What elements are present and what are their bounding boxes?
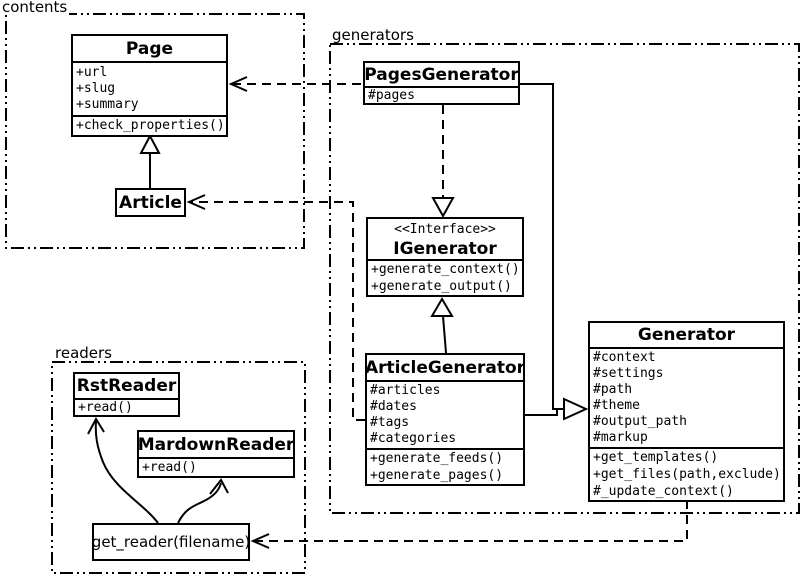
title-section-igenerator: <<Interface>> IGenerator [368, 219, 522, 259]
stereotype-igenerator: <<Interface>> [394, 222, 496, 237]
class-name-igenerator: IGenerator [393, 238, 497, 259]
attribute: #settings [593, 366, 664, 381]
method: #_update_context() [593, 484, 734, 499]
methods-section-page: +check_properties() [73, 115, 226, 135]
attribute: #pages [368, 88, 415, 103]
package-border-generators [329, 43, 800, 514]
curved-arrow-getreader-rstreader [87, 416, 159, 524]
attribute: +slug [76, 81, 116, 96]
attribute: +url [76, 65, 108, 80]
dependency-arrow-articlegenerator-article [186, 194, 365, 421]
package-label-generators: generators [330, 26, 416, 44]
method: +read() [142, 460, 197, 475]
class-box-page: Page +url +slug +summary +check_properti… [71, 34, 228, 137]
methods-section-generator: +get_templates() +get_files(path,exclude… [590, 447, 783, 500]
attribute: #path [593, 382, 633, 397]
realization-arrow-pagesgenerator-igenerator [431, 105, 455, 219]
class-name-generator: Generator [637, 325, 736, 345]
function-box-get-reader: get_reader(filename) [92, 523, 250, 561]
dependency-arrow-generator-getreader [250, 500, 688, 549]
class-box-articlegenerator: ArticleGenerator #articles #dates #tags … [365, 353, 525, 486]
method: +check_properties() [76, 118, 225, 133]
method: +generate_output() [371, 279, 512, 294]
attribute: #dates [370, 399, 417, 414]
attribute: #markup [593, 430, 648, 445]
attributes-section-generator: #context #settings #path #theme #output_… [590, 347, 783, 447]
methods-section-articlegenerator: +generate_feeds() +generate_pages() [367, 448, 523, 484]
method: +get_templates() [593, 450, 719, 465]
dependency-arrow-pagesgenerator-page [228, 76, 363, 92]
package-label-readers: readers [53, 344, 114, 362]
class-name-rstreader: RstReader [76, 376, 177, 396]
attribute: #context [593, 350, 656, 365]
method: +get_files(path,exclude) [593, 467, 781, 482]
attributes-section-page: +url +slug +summary [73, 61, 226, 115]
attribute: #theme [593, 398, 640, 413]
method: +read() [78, 400, 133, 415]
class-box-pagesgenerator: PagesGenerator #pages [363, 61, 520, 105]
class-name-article: Article [119, 192, 182, 213]
attributes-section-pagesgenerator: #pages [365, 86, 518, 103]
class-name-articlegenerator: ArticleGenerator [364, 357, 526, 378]
method: +generate_feeds() [370, 451, 504, 466]
inheritance-arrow-article-page [139, 133, 161, 188]
class-box-rstreader: RstReader +read() [73, 372, 180, 417]
attribute: #categories [370, 431, 457, 446]
class-name-pagesgenerator: PagesGenerator [364, 64, 519, 85]
class-box-mardownreader: MardownReader +read() [137, 430, 295, 478]
methods-section-mardownreader: +read() [139, 457, 293, 476]
methods-section-rstreader: +read() [75, 398, 178, 415]
class-box-article: Article [115, 188, 186, 217]
method: +generate_context() [371, 262, 520, 277]
package-border-contents [5, 13, 305, 249]
inheritance-arrow-generators-generator [520, 83, 589, 421]
class-box-generator: Generator #context #settings #path #them… [588, 321, 785, 502]
attribute: +summary [76, 97, 139, 112]
attributes-section-articlegenerator: #articles #dates #tags #categories [367, 380, 523, 448]
curved-arrow-getreader-mardownreader [177, 478, 229, 524]
package-label-contents: contents [0, 0, 70, 16]
class-name-mardownreader: MardownReader [137, 434, 295, 455]
class-box-igenerator: <<Interface>> IGenerator +generate_conte… [366, 217, 524, 297]
method: +generate_pages() [370, 468, 504, 483]
attribute: #output_path [593, 414, 687, 429]
class-name-page: Page [125, 38, 174, 59]
attribute: #articles [370, 383, 441, 398]
realization-arrow-articlegenerator-igenerator [430, 297, 454, 354]
methods-section-igenerator: +generate_context() +generate_output() [368, 259, 522, 295]
attribute: #tags [370, 415, 410, 430]
package-border-readers [51, 361, 306, 574]
